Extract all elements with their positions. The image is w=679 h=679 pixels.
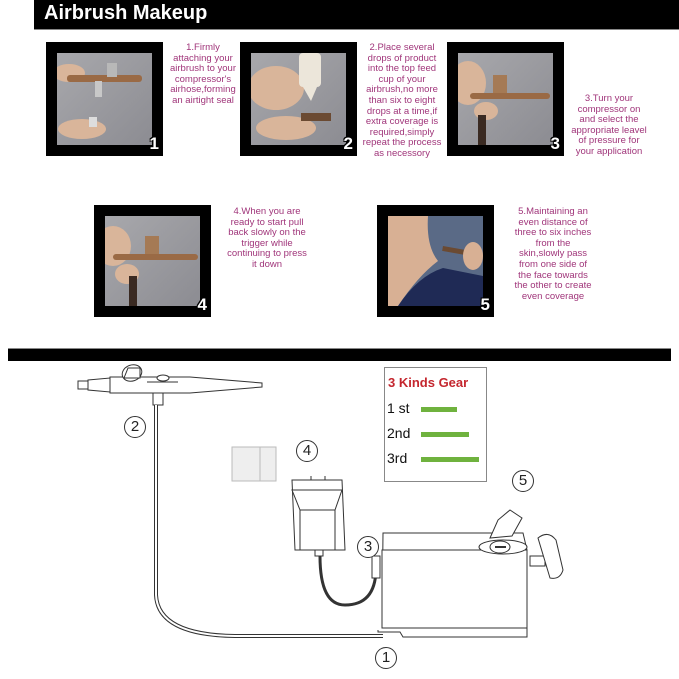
step-number: 5 [480, 295, 490, 314]
neck-application-icon [388, 216, 483, 306]
step-3-text: 3.Turn your compressor on and select the… [571, 93, 647, 157]
page-title: Airbrush Makeup [44, 2, 208, 24]
gear-legend: 3 Kinds Gear 1 st 2nd 3rd [384, 367, 487, 482]
step-5-text: 5.Maintaining an even distance of three … [514, 206, 592, 302]
gear-bar-2 [421, 432, 469, 437]
step-number: 1 [149, 134, 159, 153]
step-number: 4 [197, 295, 207, 314]
airbrush-hand-icon [57, 63, 142, 139]
label-adapter: 4 [296, 440, 318, 462]
step-1-text: 1.Firmly attaching your airbrush to your… [169, 42, 236, 106]
compressor-icon [377, 509, 564, 638]
power-adapter-icon [291, 476, 381, 607]
gear-row-1: 1 st [387, 400, 410, 416]
label-compressor: 1 [375, 647, 397, 669]
step-4-text: 4.When you are ready to start pull back … [227, 206, 307, 270]
gear-bar-1 [421, 407, 457, 412]
step-number: 3 [550, 134, 560, 153]
airbrush-kit-diagram [77, 364, 564, 638]
gear-title: 3 Kinds Gear [388, 375, 469, 390]
gear-row-2: 2nd [387, 425, 411, 441]
step-3-photo: 3 [447, 42, 564, 156]
label-connector: 3 [357, 536, 379, 558]
title-bar: Airbrush Makeup [34, 0, 679, 30]
label-power-button: 5 [512, 470, 534, 492]
section-divider [8, 348, 671, 361]
bottle-hand-icon [251, 53, 331, 140]
label-airbrush: 2 [124, 416, 146, 438]
airbrush-trigger-icon [458, 61, 550, 145]
step-number: 2 [343, 134, 353, 153]
step-2-text: 2.Place several drops of product into th… [362, 42, 442, 159]
gear-row-3: 3rd [387, 450, 408, 466]
step-4-photo: 4 [94, 205, 211, 317]
airbrush-trigger-icon [105, 226, 198, 306]
step-1-photo: 1 [46, 42, 163, 156]
step-5-photo: 5 [377, 205, 494, 317]
gear-bar-3 [421, 457, 479, 462]
airbrush-icon [77, 364, 263, 406]
wall-socket-icon [231, 446, 277, 482]
step-2-photo: 2 [240, 42, 357, 156]
